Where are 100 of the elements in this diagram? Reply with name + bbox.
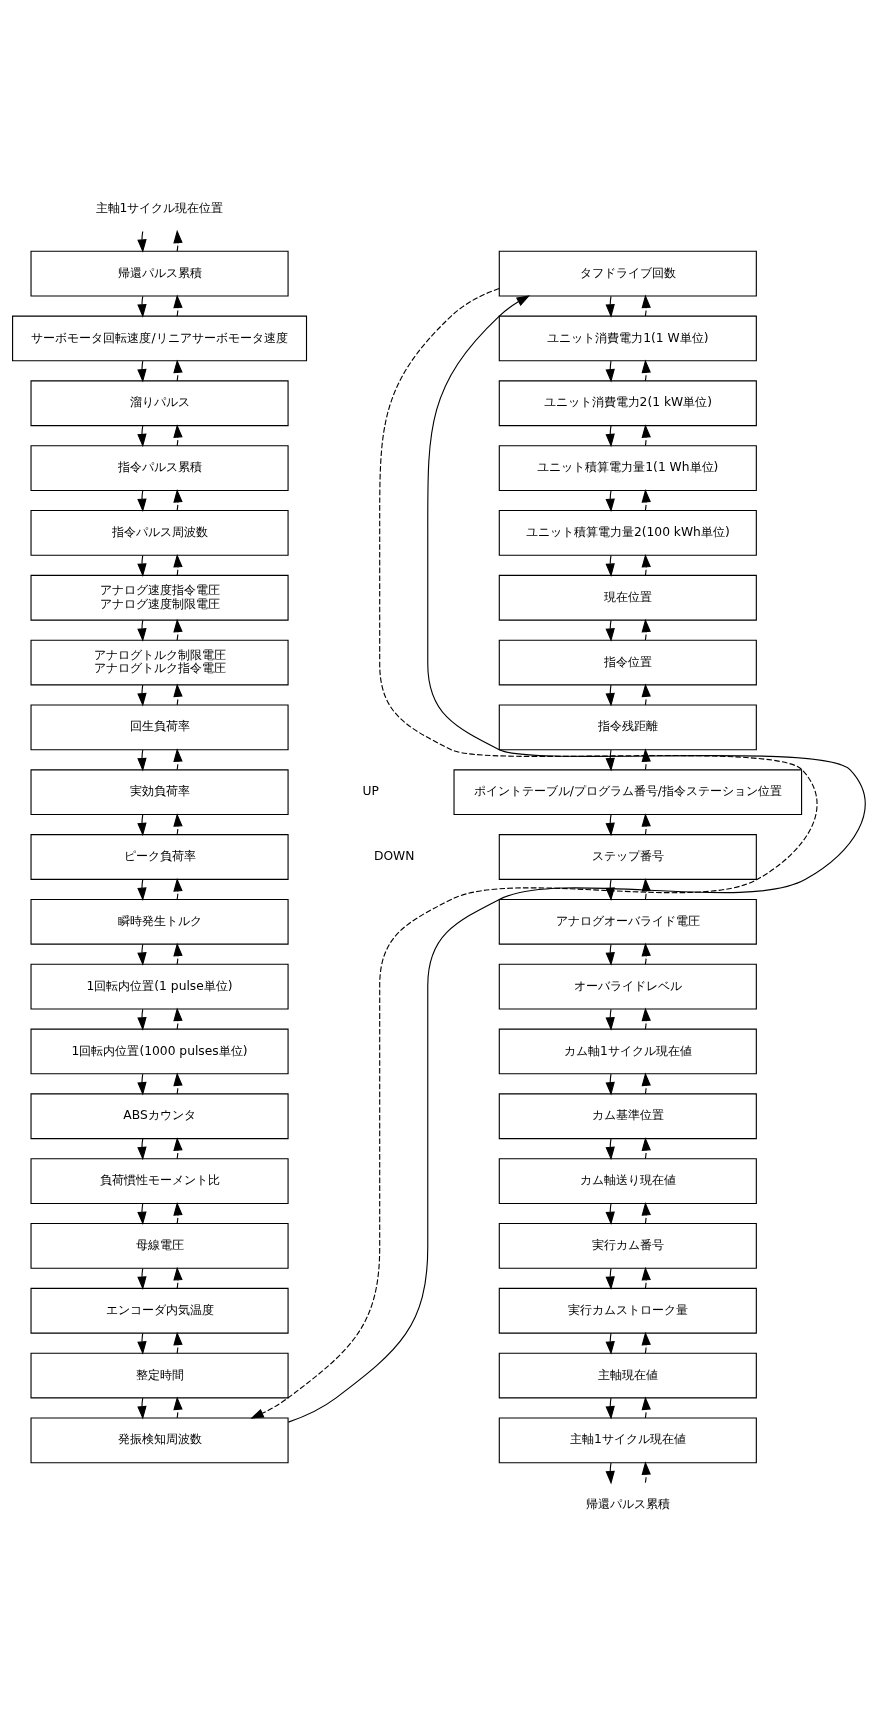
node-box: 指令位置 [498,639,757,685]
arrow [173,294,183,317]
node-box: 1回転内位置(1000 pulses単位) [30,1028,289,1074]
node-box: 母線電圧 [30,1222,289,1269]
arrow [641,1136,651,1159]
arrow [173,1136,183,1159]
arrow [173,553,183,576]
arrow [137,360,147,382]
arrow [641,423,651,446]
arrow [641,553,651,576]
arrow [641,942,651,965]
arrow [173,1071,183,1094]
node-text: 帰還パルス累積 [585,1496,670,1511]
arrow [137,424,147,447]
arrow [137,295,147,318]
arrow [137,1267,147,1290]
node-box: オーバライドレベル [498,963,757,1010]
arrow [173,358,183,381]
arrow [641,358,651,381]
node-box: 実行カムストローク量 [498,1287,757,1334]
node-box: 実効負荷率 [30,768,289,815]
arrow [137,1397,147,1420]
node-box: ABSカウンタ [30,1092,289,1139]
node-box: 整定時間 [30,1352,289,1398]
arrow [641,488,651,511]
arrow [641,1201,651,1224]
arrow [173,747,183,770]
arrow [605,748,615,771]
arrow [173,1007,183,1030]
arrow [641,1071,651,1094]
arrow [137,1137,147,1160]
node-box: ピーク負荷率 [30,833,289,880]
arrow [641,1331,651,1354]
node-box: 指令パルス累積 [30,444,289,491]
label: DOWN [374,848,415,863]
arrow [605,1202,615,1225]
arrow [137,489,147,512]
node-box: 帰還パルス累積 [30,250,289,297]
node-box: カム基準位置 [498,1092,757,1139]
arrow [605,360,615,382]
node-box: ユニット積算電力量2(100 kWh単位) [498,509,757,556]
arrow [173,488,183,511]
arrow [605,1137,615,1160]
node-text: 主軸1サイクル現在位置 [95,200,224,215]
arrow [605,554,615,577]
arrow [137,878,147,901]
arrow [641,812,651,835]
arrow [173,1201,183,1224]
arrow [173,423,183,446]
arrow [605,1008,615,1031]
arrow [605,1332,615,1355]
node-box: カム軸1サイクル現在値 [498,1028,757,1074]
arrow [605,295,615,318]
arrow [137,554,147,577]
arrow [173,812,183,835]
arrow [641,1460,651,1483]
arrow [173,942,183,965]
node-box: サーボモータ回転速度/リニアサーボモータ速度 [12,315,308,361]
node-box: エンコーダ内気温度 [30,1287,289,1334]
node-box: カム軸送り現在値 [498,1157,757,1204]
node-box: ユニット積算電力量1(1 Wh単位) [498,444,757,491]
arrow [641,877,651,900]
arrow [605,1397,615,1420]
node-box: 負荷慣性モーメント比 [30,1157,289,1204]
node-box: 現在位置 [498,574,757,621]
arrow [173,1396,183,1418]
arrow [641,618,651,641]
arrow [605,424,615,447]
arrow [137,230,147,253]
node-box: ポイントテーブル/プログラム番号/指令ステーション位置 [453,768,803,815]
arrow [137,619,147,642]
arrow [641,747,651,770]
arrow [137,943,147,966]
arrow [173,229,183,252]
node-box: アナログ速度指令電圧 アナログ速度制限電圧 [30,574,289,621]
arrow [173,618,183,641]
node-box: 指令残距離 [498,703,757,750]
arrow [137,813,147,836]
node-box: ユニット消費電力1(1 W単位) [498,315,757,361]
label: UP [362,783,379,798]
arrow [641,294,651,317]
node-box: ユニット消費電力2(1 kW単位) [498,379,757,426]
arrow [137,1202,147,1225]
node-box: 瞬時発生トルク [30,898,289,945]
arrow [605,1073,615,1095]
node-box: 溜りパルス [30,379,289,426]
node-box: アナログトルク制限電圧 アナログトルク指令電圧 [30,639,289,685]
arrow [173,877,183,900]
arrow [605,489,615,512]
node-box: タフドライブ回数 [498,250,757,297]
arrow [605,813,615,836]
arrow [641,1266,651,1289]
node-box: 主軸1サイクル現在値 [498,1416,757,1463]
arrow [605,619,615,642]
node-box: ステップ番号 [498,833,757,880]
arrow [605,684,615,707]
arrow [137,1008,147,1031]
arrow [137,1073,147,1095]
arrow [641,1007,651,1030]
arrow [605,878,615,901]
